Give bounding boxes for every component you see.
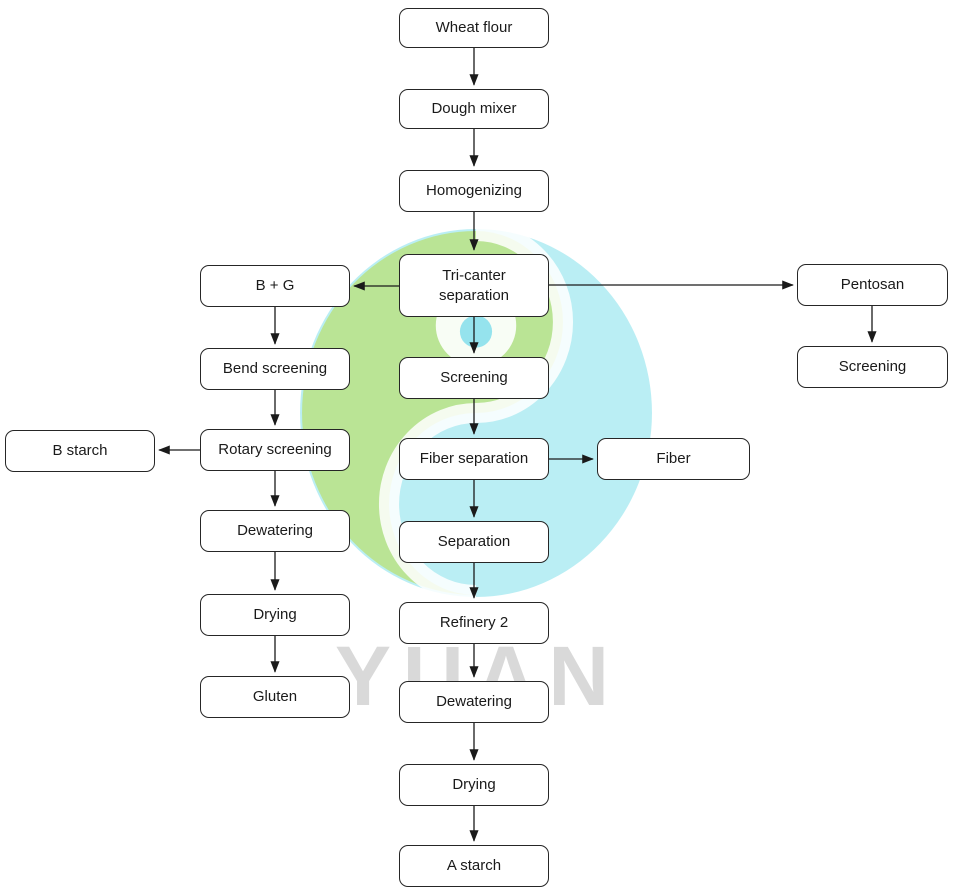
company-logo-watermark xyxy=(300,224,652,602)
node-refinery-2: Refinery 2 xyxy=(399,602,549,644)
node-fiber-separation: Fiber separation xyxy=(399,438,549,480)
node-dough-mixer: Dough mixer xyxy=(399,89,549,129)
node-dewatering-gluten: Dewatering xyxy=(200,510,350,552)
node-gluten: Gluten xyxy=(200,676,350,718)
node-b-starch: B starch xyxy=(5,430,155,472)
node-separation: Separation xyxy=(399,521,549,563)
node-pentosan: Pentosan xyxy=(797,264,948,306)
node-a-starch: A starch xyxy=(399,845,549,887)
node-pentosan-screening: Screening xyxy=(797,346,948,388)
node-tricanter-separation: Tri-canter separation xyxy=(399,254,549,317)
node-bend-screening: Bend screening xyxy=(200,348,350,390)
node-screening: Screening xyxy=(399,357,549,399)
node-homogenizing: Homogenizing xyxy=(399,170,549,212)
node-dewatering-starch: Dewatering xyxy=(399,681,549,723)
node-drying-starch: Drying xyxy=(399,764,549,806)
node-fiber: Fiber xyxy=(597,438,750,480)
node-rotary-screening: Rotary screening xyxy=(200,429,350,471)
node-wheat-flour: Wheat flour xyxy=(399,8,549,48)
node-drying-gluten: Drying xyxy=(200,594,350,636)
node-b-plus-g: B + G xyxy=(200,265,350,307)
